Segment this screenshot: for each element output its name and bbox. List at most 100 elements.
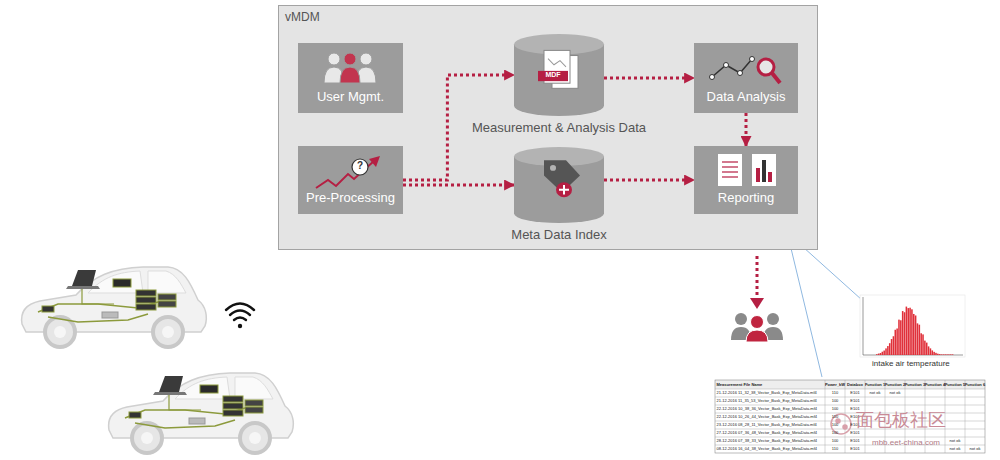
table-cell: Databox (847, 383, 863, 387)
table-cell: 21-12-2016 11_32_38_Vector_Bask_Exp_Meta… (717, 391, 817, 395)
module-box: Data Analysis (694, 43, 798, 113)
result-table (715, 437, 985, 438)
wifi-symbol (226, 304, 254, 329)
module-icon (344, 53, 356, 65)
database-symbol (550, 165, 556, 171)
watermark: 面包板社区 (856, 411, 946, 429)
watermark-logo (831, 414, 851, 434)
histogram-bar (932, 350, 934, 355)
result-table (715, 380, 985, 453)
output-arrow (750, 256, 764, 309)
table-cell: 100 (832, 439, 839, 443)
table-cell: E101 (850, 399, 859, 403)
result-table (715, 397, 985, 398)
result-table (715, 380, 985, 453)
result-table (715, 405, 985, 406)
table-cell: not ok (870, 391, 881, 395)
module-icon (360, 53, 372, 65)
table-cell: 110 (832, 415, 838, 419)
table-cell: 28-12-2016 07_38_33_Vector_Bask_Exp_Meta… (717, 439, 818, 443)
histogram-bar (878, 354, 880, 355)
user-group-icon (767, 313, 779, 325)
table-cell: Function 3 (905, 383, 925, 387)
table-cell: Function 1 (865, 383, 885, 387)
histogram-bar (876, 354, 878, 356)
result-table (965, 380, 966, 453)
result-table (845, 380, 846, 453)
watermark: mbb.eet-china.com (872, 439, 940, 447)
result-table (715, 389, 985, 390)
database-cylinder: MDFMeasurement & Analysis Data (514, 34, 604, 116)
histogram-bar (895, 330, 897, 355)
table-cell: not ok (890, 391, 901, 395)
table-cell: 22-12-2016 10_38_36_Vector_Bask_Exp_Meta… (717, 407, 818, 411)
module-icon (750, 57, 755, 62)
histogram-bar (891, 339, 893, 355)
database-symbol (559, 185, 569, 195)
histogram-chart (863, 297, 864, 355)
table-cell: Function 2 (885, 383, 905, 387)
module-icon (738, 71, 743, 76)
table-cell: E101 (850, 431, 859, 435)
database-symbol (514, 147, 604, 223)
histogram-bar (944, 354, 946, 356)
store-label: Measurement & Analysis Data (472, 121, 646, 136)
data-flow-arrow (604, 77, 694, 80)
table-cell: not ok (950, 439, 961, 443)
table-cell: 110 (832, 391, 838, 395)
histogram-bar (883, 351, 885, 355)
module-box: ?Pre-Processing (298, 146, 403, 214)
histogram-bar (900, 320, 902, 355)
histogram-bar (952, 354, 954, 356)
histogram-bar (943, 354, 945, 356)
module-icon (352, 159, 368, 175)
module-icon (722, 171, 738, 172)
wifi-symbol (234, 318, 246, 321)
data-flow-arrow (403, 184, 514, 187)
histogram-bar (904, 312, 906, 355)
histogram-bar (930, 348, 932, 355)
histogram-bar (880, 353, 882, 355)
table-cell: 08-12-2016 16_04_38_Vector_Bask_Exp_Meta… (717, 447, 818, 451)
user-group-icon (746, 330, 768, 342)
result-table (825, 380, 826, 453)
leader-line (789, 240, 822, 377)
table-cell: not ok (970, 447, 981, 451)
database-cylinder: Meta Data Index (514, 147, 604, 223)
histogram-bar (902, 311, 904, 355)
store-label: Meta Data Index (511, 228, 606, 243)
wifi-symbol (226, 304, 254, 311)
wifi-symbol (230, 311, 250, 316)
histogram-bar (933, 352, 935, 355)
table-cell: E101 (850, 391, 859, 395)
histogram-bar (928, 346, 930, 355)
module-icon (718, 154, 742, 186)
table-cell: 110 (832, 447, 838, 451)
module-icon (756, 168, 760, 182)
histogram-chart (860, 295, 965, 357)
table-cell: Power_kW (825, 383, 845, 387)
database-symbol (514, 157, 604, 224)
database-symbol (548, 59, 566, 67)
watermark-logo (831, 414, 851, 434)
table-cell: E101 (850, 447, 859, 451)
histogram-bar (950, 354, 952, 356)
histogram-bar (926, 343, 928, 355)
histogram-bar (946, 354, 948, 356)
table-cell: 27-12-2016 07_36_48_Vector_Bask_Exp_Meta… (717, 431, 818, 435)
node-label: vMDM (285, 11, 320, 25)
module-icon (328, 53, 340, 65)
histogram-bar (906, 307, 908, 355)
module-box: Reporting (694, 146, 798, 214)
leader-line (789, 238, 862, 377)
histogram-bar (937, 354, 939, 355)
database-symbol (538, 71, 568, 81)
module-icon (722, 176, 738, 177)
table-cell: not ok (950, 447, 961, 451)
table-cell: 100 (832, 399, 839, 403)
histogram-bar (939, 354, 941, 356)
node-label: Data Analysis (707, 90, 786, 105)
histogram-bar (887, 346, 889, 355)
module-icon (340, 67, 360, 83)
